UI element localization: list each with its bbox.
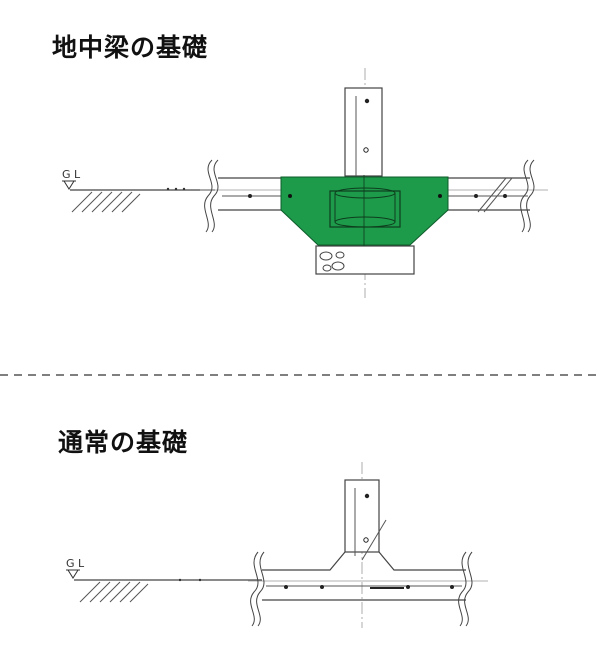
gl-marker-2: G L: [66, 557, 85, 579]
normal-foundation-diagram: G L: [66, 462, 488, 628]
gl-marker: G L: [62, 168, 81, 190]
gl-label-2: G L: [66, 557, 85, 570]
gravel-base: [315, 245, 415, 275]
ground-hatch-2: [74, 578, 262, 603]
ground-beam-highlight: [280, 175, 449, 246]
footing-slab-2: [250, 551, 473, 627]
ground-beam-diagram: G L: [62, 68, 548, 298]
ground-hatch: [70, 187, 215, 213]
ground-beam-foundation-title: 地中梁の基礎: [52, 33, 209, 62]
normal-foundation-title: 通常の基礎: [58, 428, 189, 457]
gl-label: G L: [62, 168, 81, 181]
wall-column: [344, 87, 383, 177]
wall-column-2: [344, 479, 387, 561]
